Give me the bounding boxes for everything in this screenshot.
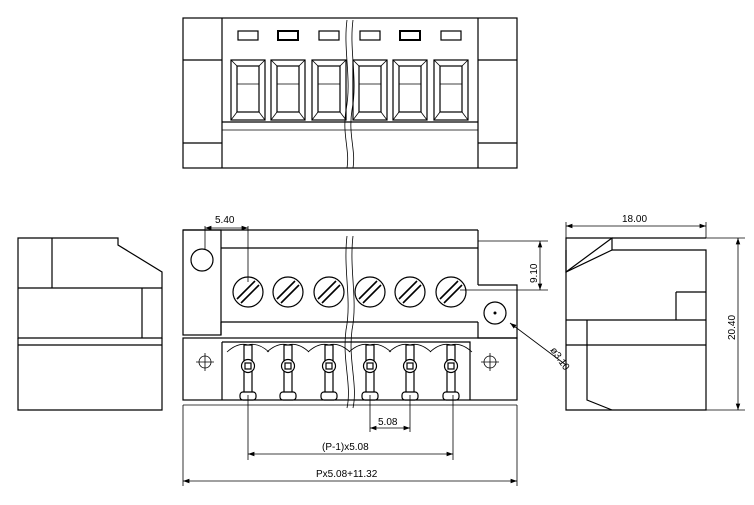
base-mark-right xyxy=(481,353,499,371)
mount-hole-left xyxy=(190,248,214,272)
header-pin xyxy=(388,343,432,401)
top-slot xyxy=(359,30,381,41)
top-cell xyxy=(230,59,266,121)
front-view xyxy=(182,229,518,409)
top-cell xyxy=(392,59,428,121)
top-cell xyxy=(352,59,388,121)
top-view xyxy=(182,17,518,169)
top-cell xyxy=(311,59,347,121)
dim-side-height: 20.40 xyxy=(727,315,738,340)
screw-head xyxy=(435,276,467,308)
dim-pitch: 5.08 xyxy=(378,417,398,428)
dim-side-depth: 18.00 xyxy=(622,214,647,225)
header-pin xyxy=(266,343,310,401)
dim-hole-diameter: ø3.10 xyxy=(548,345,572,373)
dimensions: 5.40 9.10 ø3.10 5.08 (P-1)x5.08 Px5.08+1… xyxy=(182,214,745,486)
top-slot xyxy=(399,30,421,41)
header-pin xyxy=(226,343,270,401)
left-side-view xyxy=(17,237,163,411)
screw-head xyxy=(313,276,345,308)
screw-head xyxy=(354,276,386,308)
dim-top-width: 5.40 xyxy=(215,215,235,226)
top-slot xyxy=(237,30,259,41)
header-pin xyxy=(307,343,351,401)
dim-overall: Px5.08+11.32 xyxy=(316,469,378,480)
header-pin xyxy=(348,343,392,401)
screw-head xyxy=(394,276,426,308)
header-pin xyxy=(429,343,473,401)
mount-hole-right xyxy=(483,301,507,325)
dim-right-height: 9.10 xyxy=(529,263,540,283)
top-slot xyxy=(277,30,299,41)
top-cell xyxy=(270,59,306,121)
top-slot xyxy=(440,30,462,41)
top-slot xyxy=(318,30,340,41)
base-mark-left xyxy=(196,353,214,371)
right-side-view xyxy=(565,237,707,411)
screw-head xyxy=(272,276,304,308)
dim-span: (P-1)x5.08 xyxy=(322,442,369,453)
top-cell xyxy=(433,59,469,121)
